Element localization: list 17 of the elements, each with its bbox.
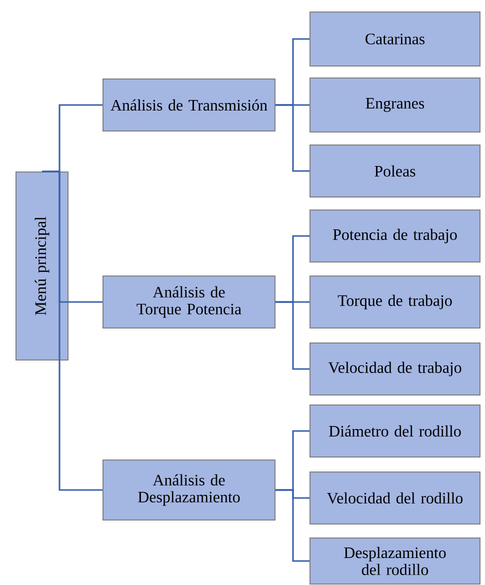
menu-box: Potencia de trabajo (310, 210, 480, 262)
menu-box: Análisis de Torque Potencia (102, 276, 276, 328)
menu-box: Poleas (310, 144, 480, 198)
menu-box: Diámetro del rodillo (310, 404, 480, 458)
menu-box: Velocidad de trabajo (310, 342, 480, 396)
connector-line (42, 170, 102, 491)
connector-line (276, 301, 310, 370)
connector-line (276, 104, 310, 172)
menu-box: Análisis de Desplazamiento (102, 460, 276, 520)
menu-box: Menú principal (16, 172, 68, 360)
menu-box: Torque de trabajo (310, 276, 480, 328)
menu-box: Engranes (310, 78, 480, 132)
menu-box: Análisis de Transmisión (102, 78, 276, 132)
menu-box: Velocidad del rodillo (310, 472, 480, 524)
connector-line (276, 489, 310, 562)
menu-box: Desplazamiento del rodillo (310, 538, 480, 584)
menu-box: Catarinas (310, 12, 480, 66)
